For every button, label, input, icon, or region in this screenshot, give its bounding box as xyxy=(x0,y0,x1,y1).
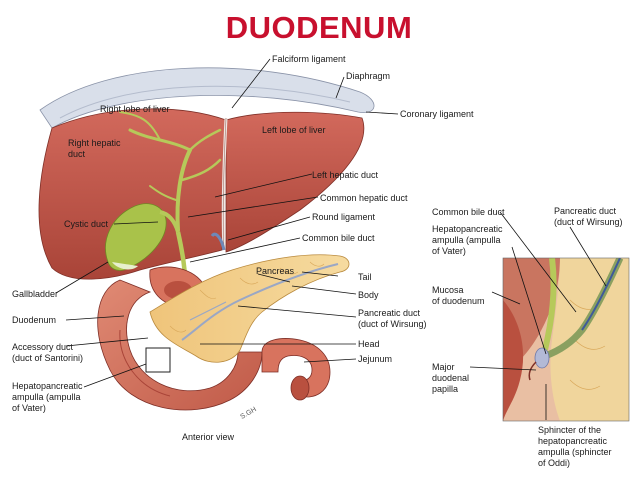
diaphragm xyxy=(39,67,375,129)
inset-label-common-bile-duct: Common bile duct xyxy=(432,207,505,217)
label-duodenum: Duodenum xyxy=(12,315,57,325)
label-jejunum: Jejunum xyxy=(358,354,393,364)
leader-lines xyxy=(55,58,607,420)
gallbladder xyxy=(105,203,167,271)
label-left-lobe: Left lobe of liver xyxy=(262,125,326,135)
inset-label-pancreatic-duct: Pancreatic duct (duct of Wirsung) xyxy=(554,206,623,227)
label-anterior-view: Anterior view xyxy=(182,432,235,442)
hepatic-duct-tree xyxy=(119,111,222,232)
jejunum-opening xyxy=(290,375,310,401)
label-hepatopancreatic-ampulla: Hepatopancreatic ampulla (ampulla of Vat… xyxy=(12,381,83,413)
label-body: Body xyxy=(358,290,379,300)
label-falciform-ligament: Falciform ligament xyxy=(272,54,346,64)
inset-label-major-papilla: Major duodenal papilla xyxy=(432,362,470,394)
label-tail: Tail xyxy=(358,272,372,282)
ampulla-highlight-box xyxy=(145,347,171,373)
inset-view xyxy=(503,258,629,421)
inset-label-hepatopancreatic-ampulla: Hepatopancreatic ampulla (ampulla of Vat… xyxy=(432,224,503,256)
label-common-hepatic-duct: Common hepatic duct xyxy=(320,193,408,203)
pancreatic-duct xyxy=(181,263,339,341)
label-pancreas: Pancreas xyxy=(256,266,295,276)
label-gallbladder: Gallbladder xyxy=(12,289,59,299)
label-round-ligament: Round ligament xyxy=(312,212,376,222)
label-diaphragm: Diaphragm xyxy=(346,71,391,81)
label-coronary-ligament: Coronary ligament xyxy=(400,109,474,119)
label-pancreatic-duct: Pancreatic duct (duct of Wirsung) xyxy=(358,308,427,329)
pancreas-texture xyxy=(169,261,325,333)
label-accessory-duct: Accessory duct (duct of Santorini) xyxy=(12,342,84,363)
label-head: Head xyxy=(358,339,380,349)
label-common-bile-duct: Common bile duct xyxy=(302,233,375,243)
liver-left-lobe xyxy=(225,111,365,253)
inset-label-mucosa: Mucosa of duodenum xyxy=(432,285,485,306)
inset-bile-duct xyxy=(542,258,557,351)
inset-label-sphincter: Sphincter of the hepatopancreatic ampull… xyxy=(538,425,612,468)
cystic-duct xyxy=(159,210,180,233)
inset-frame xyxy=(502,257,630,422)
label-right-lobe: Right lobe of liver xyxy=(100,104,170,114)
label-left-hepatic-duct: Left hepatic duct xyxy=(312,170,379,180)
round-ligament xyxy=(210,232,226,251)
inset-ampulla xyxy=(534,347,550,369)
pancreas xyxy=(149,254,350,363)
label-cystic-duct: Cystic duct xyxy=(64,219,109,229)
page-title: DUODENUM xyxy=(225,10,413,45)
label-right-hepatic-duct: Right hepatic duct xyxy=(68,138,121,159)
